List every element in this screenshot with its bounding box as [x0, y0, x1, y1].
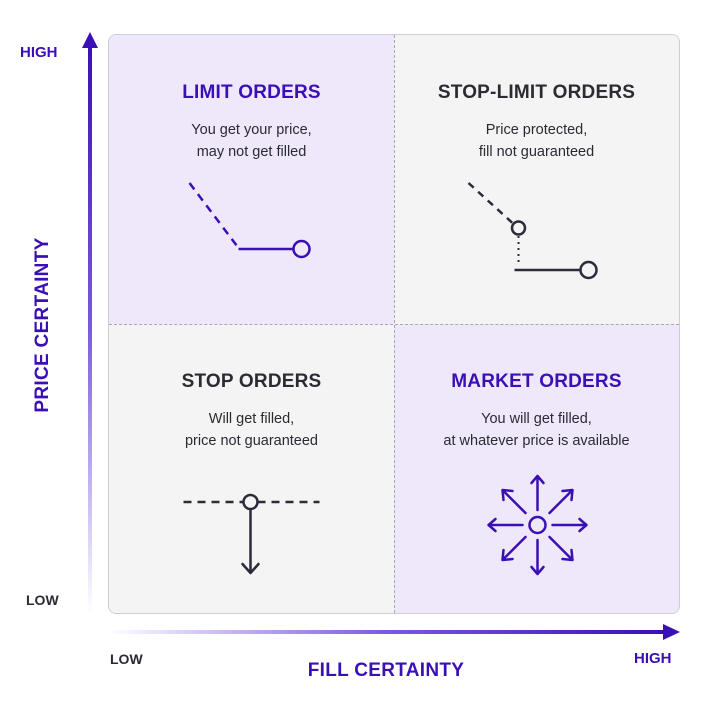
description-line: price not guaranteed	[184, 433, 318, 449]
y-axis-high-label: HIGH	[20, 44, 58, 61]
y-axis-arrow	[82, 32, 98, 614]
market-burst-icon	[487, 474, 588, 576]
description-line: You will get filled,	[481, 411, 592, 427]
quadrant-description: Will get filled, price not guaranteed	[119, 408, 384, 452]
horizontal-divider	[109, 324, 679, 325]
description-line: Will get filled,	[208, 411, 295, 427]
quadrant-title: STOP-LIMIT ORDERS	[437, 82, 636, 103]
description-line: fill not guaranteed	[478, 144, 595, 160]
quadrant-market-orders: MARKET ORDERS You will get filled, at wh…	[394, 324, 679, 613]
x-axis-arrow	[108, 624, 680, 640]
quadrant-title: STOP ORDERS	[181, 371, 322, 392]
y-axis-low-label: LOW	[26, 592, 59, 608]
quadrant-title: LIMIT ORDERS	[182, 82, 321, 103]
quadrant-description: You get your price, may not get filled	[119, 119, 384, 163]
order-type-matrix: LIMIT ORDERS You get your price, may not…	[108, 34, 680, 614]
quadrant-description: You will get filled, at whatever price i…	[404, 408, 669, 452]
limit-order-line-icon	[188, 182, 311, 259]
quadrant-description: Price protected, fill not guaranteed	[404, 119, 669, 163]
description-line: You get your price,	[191, 122, 312, 138]
quadrant-stop-limit-orders: STOP-LIMIT ORDERS Price protected, fill …	[394, 35, 679, 324]
stop-order-arrow-icon	[183, 493, 320, 575]
x-axis-high-label: HIGH	[634, 650, 672, 667]
y-axis-title: PRICE CERTAINTY	[32, 237, 53, 413]
quadrant-limit-orders: LIMIT ORDERS You get your price, may not…	[109, 35, 394, 324]
stop-limit-line-icon	[467, 182, 598, 280]
description-line: Price protected,	[485, 122, 588, 138]
quadrant-title: MARKET ORDERS	[451, 371, 622, 392]
quadrant-stop-orders: STOP ORDERS Will get filled, price not g…	[109, 324, 394, 613]
x-axis-low-label: LOW	[110, 651, 143, 667]
description-line: may not get filled	[196, 144, 307, 160]
x-axis-title: FILL CERTAINTY	[307, 660, 465, 681]
description-line: at whatever price is available	[443, 433, 630, 449]
